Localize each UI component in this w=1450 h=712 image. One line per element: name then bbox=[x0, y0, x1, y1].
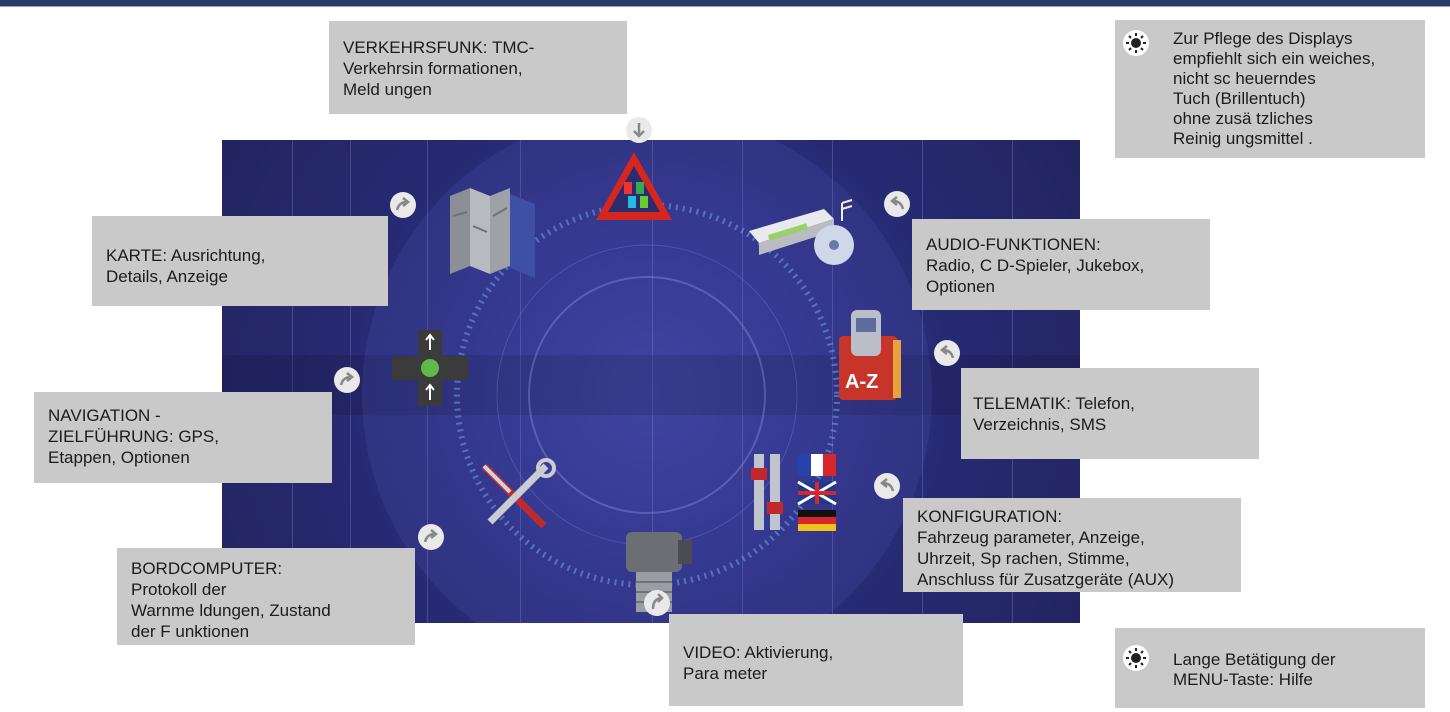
arrow-right-icon bbox=[334, 367, 360, 393]
top-border-shadow bbox=[0, 6, 1450, 7]
az-label: A-Z bbox=[845, 371, 878, 393]
top-border bbox=[0, 0, 1450, 6]
callout-video: VIDEO: Aktivierung, Para meter bbox=[669, 614, 963, 706]
callout-configuration: KONFIGURATION: Fahrzeug parameter, Anzei… bbox=[903, 498, 1241, 592]
map-icon bbox=[450, 188, 535, 278]
callout-audio-text: AUDIO-FUNKTIONEN: Radio, C D-Spieler, Ju… bbox=[926, 235, 1145, 296]
note-help: Lange Betätigung der MENU-Taste: Hilfe bbox=[1115, 628, 1425, 708]
crossroad-icon bbox=[392, 330, 468, 406]
callout-computer-text: BORDCOMPUTER: Protokoll der Warnme ldung… bbox=[131, 559, 331, 641]
callout-telematics: TELEMATIK: Telefon, Verzeichnis, SMS bbox=[961, 368, 1259, 459]
traffic-warning-icon bbox=[596, 152, 672, 220]
callout-map-text: KARTE: Ausrichtung, Details, Anzeige bbox=[106, 246, 266, 286]
callout-navigation-text: NAVIGATION - ZIELFÜHRUNG: GPS, Etappen, … bbox=[48, 406, 219, 467]
arrow-left-icon bbox=[884, 191, 910, 217]
phonebook-icon: A-Z bbox=[839, 310, 901, 400]
callout-computer: BORDCOMPUTER: Protokoll der Warnme ldung… bbox=[117, 548, 415, 645]
arrow-right-icon bbox=[418, 524, 444, 550]
arrow-right-icon bbox=[390, 192, 416, 218]
callout-audio: AUDIO-FUNKTIONEN: Radio, C D-Spieler, Ju… bbox=[912, 219, 1210, 310]
note-cleaning-text: Zur Pflege des Displays empfiehlt sich e… bbox=[1173, 29, 1376, 148]
audio-device-icon bbox=[749, 199, 854, 265]
callout-video-text: VIDEO: Aktivierung, Para meter bbox=[683, 643, 834, 683]
note-cleaning: Zur Pflege des Displays empfiehlt sich e… bbox=[1115, 20, 1425, 158]
callout-telematics-text: TELEMATIK: Telefon, Verzeichnis, SMS bbox=[973, 394, 1135, 434]
callout-map: KARTE: Ausrichtung, Details, Anzeige bbox=[92, 216, 388, 306]
arrow-up-icon bbox=[644, 590, 670, 616]
lamp-icon bbox=[1123, 30, 1149, 56]
configuration-icon bbox=[751, 454, 837, 531]
callout-traffic: VERKEHRSFUNK: TMC- Verkehrsin formatione… bbox=[329, 21, 627, 114]
arrow-left-icon bbox=[934, 340, 960, 366]
arrow-down-icon bbox=[626, 117, 652, 143]
arrow-left-icon bbox=[874, 473, 900, 499]
callout-navigation: NAVIGATION - ZIELFÜHRUNG: GPS, Etappen, … bbox=[34, 392, 332, 483]
callout-traffic-text: VERKEHRSFUNK: TMC- Verkehrsin formatione… bbox=[343, 38, 535, 99]
tools-icon bbox=[481, 458, 556, 529]
callout-configuration-text: KONFIGURATION: Fahrzeug parameter, Anzei… bbox=[917, 507, 1174, 589]
lamp-icon bbox=[1123, 645, 1149, 671]
note-help-text: Lange Betätigung der MENU-Taste: Hilfe bbox=[1173, 650, 1336, 689]
